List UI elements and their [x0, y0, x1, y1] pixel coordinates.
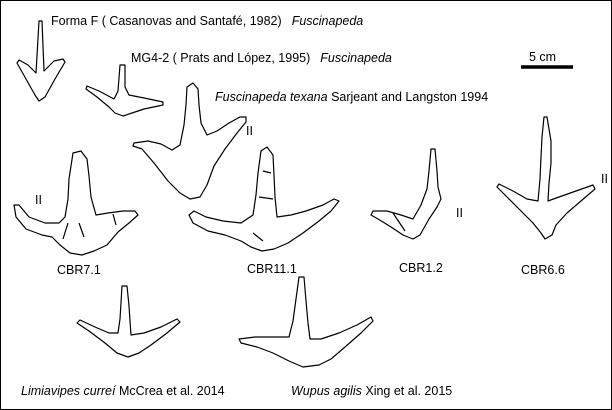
- label-forma-f-text: Forma F ( Casanovas and Santafé, 1982): [51, 14, 282, 28]
- specimen-label: CBR6.6: [521, 264, 565, 277]
- label-wupus-taxon: Wupus agilis: [291, 384, 362, 398]
- footprint-limiavipes: [77, 286, 180, 357]
- digit-mark: II: [246, 125, 253, 138]
- digit-mark: II: [456, 207, 463, 220]
- digit-mark: II: [601, 173, 608, 186]
- label-forma-f: Forma F ( Casanovas and Santafé, 1982) Fu…: [51, 15, 363, 28]
- footprint-cbr7-1: [14, 151, 138, 255]
- crease-cbr11-1: [253, 171, 273, 241]
- footprint-wupus: [239, 277, 373, 367]
- label-forma-f-taxon: Fuscinapeda: [292, 14, 364, 28]
- label-mg4-2: MG4-2 ( Prats and López, 1995) Fuscinaped…: [131, 52, 392, 65]
- digit-mark: II: [35, 194, 42, 207]
- label-wupus: Wupus agilis Xing et al. 2015: [291, 385, 452, 398]
- label-limiavipes-taxon: Limiavipes curreí: [21, 384, 115, 398]
- label-texana-taxon: Fuscinapeda texana: [215, 90, 328, 104]
- label-wupus-authors: Xing et al. 2015: [365, 384, 452, 398]
- specimen-label: CBR11.1: [247, 263, 297, 276]
- label-mg4-2-taxon: Fuscinapeda: [320, 51, 392, 65]
- label-limiavipes: Limiavipes curreí McCrea et al. 2014: [21, 385, 225, 398]
- footprint-forma-f: [17, 21, 65, 101]
- label-texana-authors: Sarjeant and Langston 1994: [331, 90, 488, 104]
- footprint-cbr1-2: [371, 149, 441, 239]
- label-fuscinapeda-texana: Fuscinapeda texana Sarjeant and Langston…: [215, 91, 488, 104]
- scale-label: 5 cm: [529, 51, 556, 64]
- footprint-mg4-2: [86, 65, 163, 116]
- label-limiavipes-authors: McCrea et al. 2014: [119, 384, 225, 398]
- crease-cbr7-1: [63, 214, 116, 239]
- specimen-label: CBR1.2: [399, 262, 443, 275]
- specimen-label: CBR7.1: [57, 264, 101, 277]
- footprint-cbr11-1: [189, 147, 339, 251]
- footprint-cbr6-6: [497, 117, 595, 239]
- label-mg4-2-text: MG4-2 ( Prats and López, 1995): [131, 51, 310, 65]
